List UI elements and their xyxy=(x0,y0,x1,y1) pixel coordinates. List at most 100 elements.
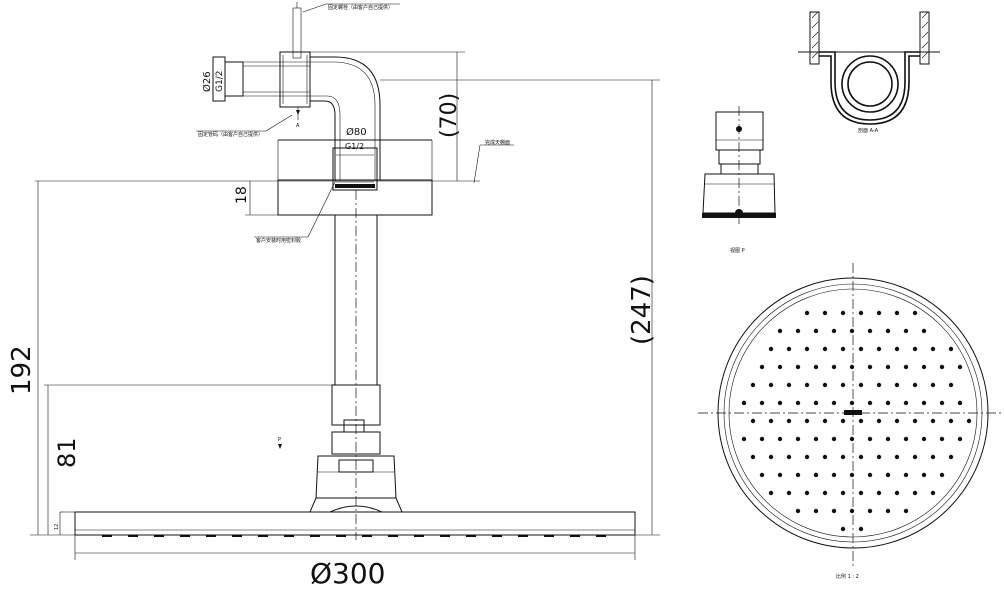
nozzle xyxy=(840,418,846,424)
mark-p: P xyxy=(278,437,281,443)
nozzle xyxy=(903,472,909,478)
nozzle xyxy=(786,382,792,388)
nozzle xyxy=(948,382,954,388)
nozzle xyxy=(822,490,828,496)
label-scale: 比例 1 : 2 xyxy=(836,573,859,580)
nozzle xyxy=(777,436,783,442)
nozzle xyxy=(813,472,819,478)
nozzle xyxy=(930,418,936,424)
view-p: 视图 P xyxy=(702,106,776,254)
lower-joint xyxy=(331,384,381,426)
nozzle xyxy=(849,508,855,514)
note-fix-bolt: 固定螺栓（由客户自己提供） xyxy=(328,4,393,11)
nozzle xyxy=(840,490,846,496)
nozzle xyxy=(831,472,837,478)
nozzle xyxy=(930,382,936,388)
nozzle xyxy=(939,400,945,406)
label-view-p: 视图 P xyxy=(730,247,745,254)
nozzle xyxy=(804,490,810,496)
nozzle xyxy=(858,526,864,532)
nozzle xyxy=(777,328,783,334)
nozzle xyxy=(858,418,864,424)
nozzle xyxy=(885,436,891,442)
nozzle xyxy=(867,472,873,478)
nozzle xyxy=(876,346,882,352)
nozzle xyxy=(777,364,783,370)
nozzle xyxy=(768,382,774,388)
nozzle xyxy=(804,310,810,316)
nozzle xyxy=(813,436,819,442)
nozzle xyxy=(858,490,864,496)
nozzle xyxy=(912,418,918,424)
inlet-thread xyxy=(224,61,244,97)
nozzle xyxy=(885,472,891,478)
plan-view: 比例 1 : 2 xyxy=(698,263,1002,580)
nozzle xyxy=(786,490,792,496)
nozzle xyxy=(831,364,837,370)
nozzle xyxy=(768,346,774,352)
nozzle xyxy=(930,490,936,496)
nozzle xyxy=(867,508,873,514)
nozzle xyxy=(759,400,765,406)
nozzle xyxy=(822,454,828,460)
nozzle xyxy=(804,346,810,352)
nozzle xyxy=(813,508,819,514)
nozzle xyxy=(876,310,882,316)
nozzle xyxy=(912,346,918,352)
nozzle xyxy=(840,382,846,388)
nozzle xyxy=(858,454,864,460)
note-seal: 客户安装时用密封胶 xyxy=(256,237,301,244)
shower-head xyxy=(74,511,636,536)
nozzle xyxy=(795,472,801,478)
nozzle xyxy=(894,418,900,424)
nozzle xyxy=(948,454,954,460)
nozzle xyxy=(777,400,783,406)
nozzle xyxy=(858,310,864,316)
elbow-inner xyxy=(310,100,336,180)
nozzle xyxy=(957,364,963,370)
dim-h-70: (70) xyxy=(437,93,462,138)
nozzle xyxy=(921,400,927,406)
fixing-bolt xyxy=(292,7,302,59)
flange-nut xyxy=(332,147,378,191)
nozzle xyxy=(948,346,954,352)
dim-h-12: 12 xyxy=(54,524,60,530)
nozzle xyxy=(849,472,855,478)
nozzle xyxy=(867,400,873,406)
nozzle xyxy=(741,436,747,442)
nozzle xyxy=(876,418,882,424)
nozzle xyxy=(768,418,774,424)
note-fix-pipe: 固定管码（由客户自己提供） xyxy=(198,131,263,138)
nozzle xyxy=(822,346,828,352)
nozzle-grid xyxy=(741,310,972,532)
nozzle xyxy=(849,328,855,334)
leader-fix-bolt xyxy=(302,3,327,13)
nozzle xyxy=(903,328,909,334)
nozzle xyxy=(840,526,846,532)
nozzle xyxy=(759,436,765,442)
nozzle xyxy=(786,346,792,352)
nozzle xyxy=(921,472,927,478)
nozzle xyxy=(831,436,837,442)
nozzle xyxy=(894,382,900,388)
nozzle xyxy=(813,400,819,406)
nozzle xyxy=(786,418,792,424)
nozzle xyxy=(921,436,927,442)
nozzle-row xyxy=(102,535,606,537)
nozzle xyxy=(759,472,765,478)
dim-h-192: 192 xyxy=(7,345,37,395)
nozzle xyxy=(867,364,873,370)
nozzle xyxy=(885,328,891,334)
mark-a: A xyxy=(296,123,300,129)
nozzle xyxy=(876,382,882,388)
nozzle xyxy=(930,346,936,352)
p-arrow xyxy=(278,444,282,449)
main-elevation-view: 固定螺栓（由客户自己提供） Ø26 G1/2 A 固定管码（由客户自己提供） Ø… xyxy=(7,2,660,590)
nozzle xyxy=(957,436,963,442)
dim-thread-flange: G1/2 xyxy=(345,142,364,151)
nozzle xyxy=(867,328,873,334)
nozzle xyxy=(813,328,819,334)
dim-h-81: 81 xyxy=(53,437,81,468)
nozzle xyxy=(876,454,882,460)
ceiling-flange xyxy=(277,179,433,216)
